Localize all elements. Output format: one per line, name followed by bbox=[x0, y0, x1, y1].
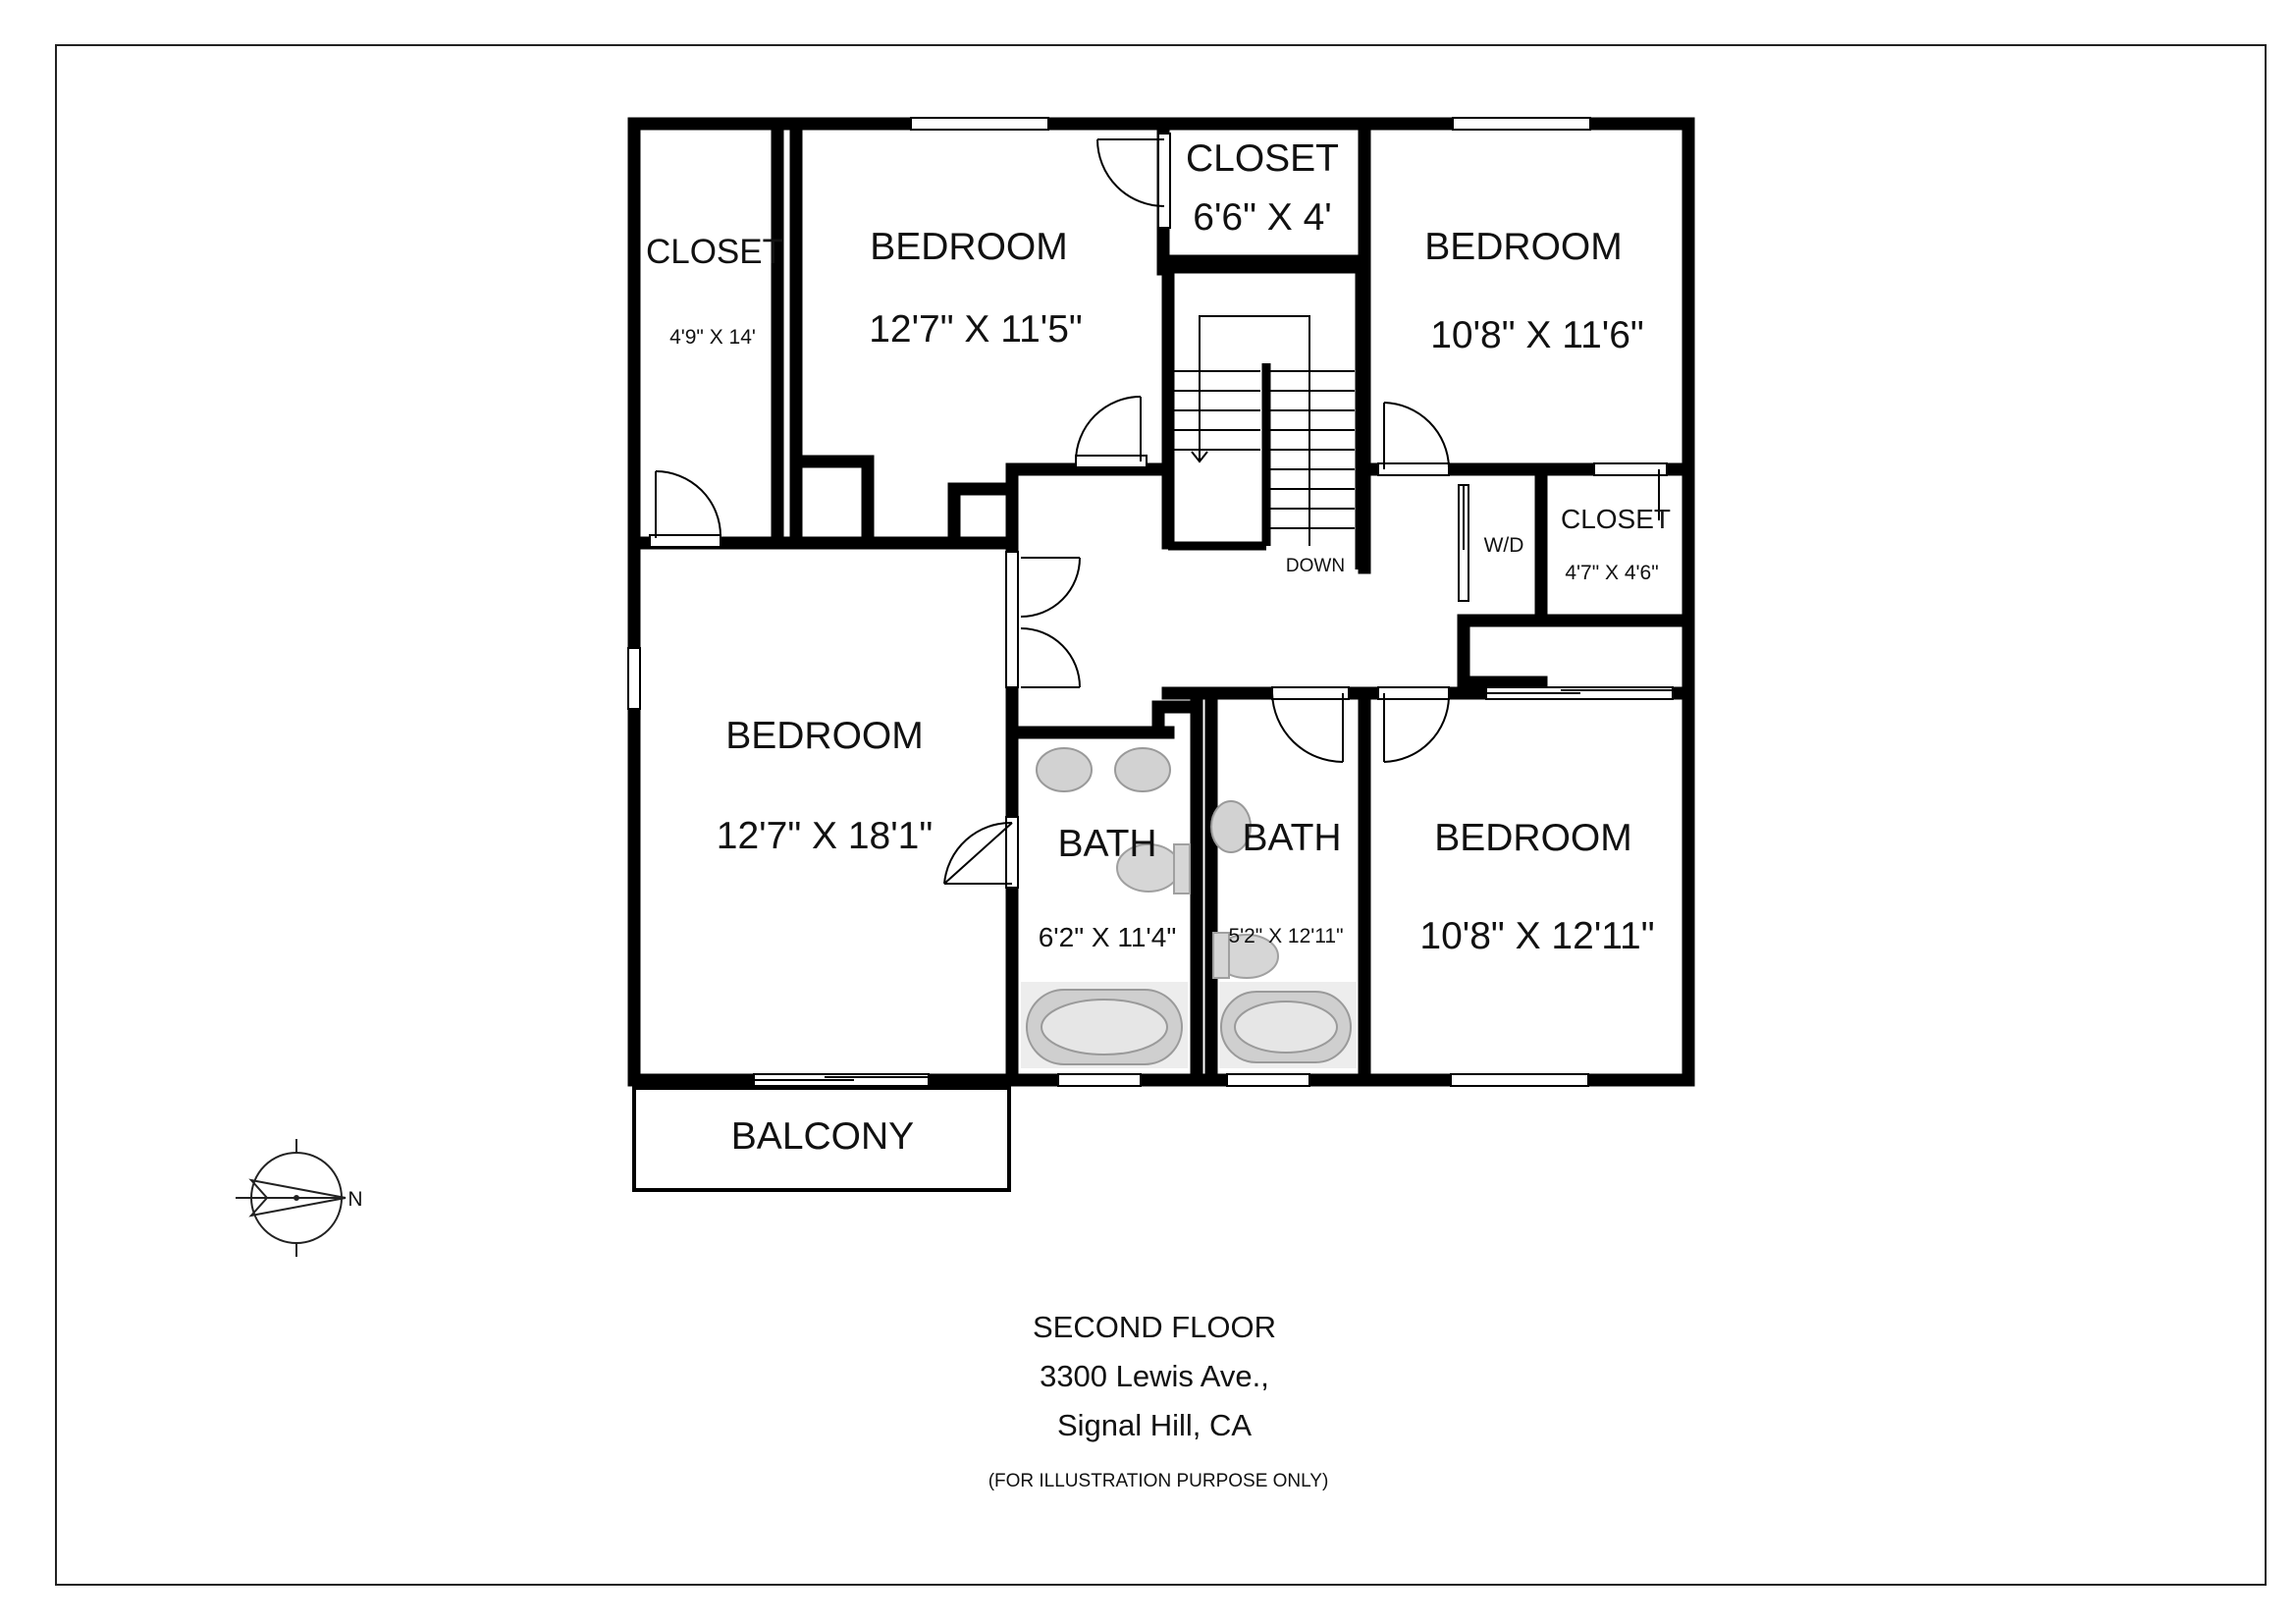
caption-street: 3300 Lewis Ave., bbox=[1040, 1359, 1269, 1393]
closet-left-size: 4'9" X 14' bbox=[669, 326, 756, 349]
staircase bbox=[1168, 315, 1355, 546]
bedroom-left-size: 12'7" X 18'1" bbox=[717, 815, 933, 857]
bedroom-top-right-size: 10'8" X 11'6" bbox=[1430, 314, 1644, 356]
toilet-icon bbox=[1116, 843, 1279, 979]
bedroom-top-left-size: 12'7" X 11'5" bbox=[869, 308, 1083, 351]
closet-right-size: 4'7" X 4'6" bbox=[1565, 562, 1658, 584]
sink-icon bbox=[1036, 747, 1252, 853]
closet-right-name: CLOSET bbox=[1561, 504, 1671, 534]
bath-2-size: 5'2" X 12'11" bbox=[1228, 925, 1343, 947]
closet-top-size: 6'6" X 4' bbox=[1193, 196, 1332, 239]
closet-top-name: CLOSET bbox=[1186, 137, 1339, 180]
page-frame bbox=[55, 44, 2267, 1586]
caption-city: Signal Hill, CA bbox=[1057, 1408, 1252, 1442]
bedroom-top-left-name: BEDROOM bbox=[870, 226, 1068, 268]
compass-icon bbox=[236, 1139, 347, 1257]
caption-disclaimer: (FOR ILLUSTRATION PURPOSE ONLY) bbox=[988, 1471, 1329, 1491]
bath-1-size: 6'2" X 11'4" bbox=[1039, 922, 1177, 952]
closet-left-name: CLOSET bbox=[646, 233, 783, 271]
caption-floor: SECOND FLOOR bbox=[1033, 1310, 1276, 1344]
bedroom-top-right-name: BEDROOM bbox=[1424, 226, 1623, 268]
bath-2-name: BATH bbox=[1242, 817, 1341, 859]
laundry-label: W/D bbox=[1484, 534, 1524, 557]
bathtub-icon bbox=[1021, 982, 1357, 1068]
bedroom-left-name: BEDROOM bbox=[725, 715, 924, 757]
windows bbox=[627, 117, 1591, 1087]
balcony-label: BALCONY bbox=[731, 1115, 914, 1158]
stair-walls bbox=[1168, 264, 1364, 569]
compass-north-label: N bbox=[347, 1188, 362, 1211]
bath-1-name: BATH bbox=[1057, 823, 1156, 865]
doors bbox=[649, 133, 1668, 889]
bath-fixtures bbox=[1021, 747, 1357, 1068]
bedroom-bottom-right-size: 10'8" X 12'11" bbox=[1419, 915, 1654, 957]
sliding-doors bbox=[753, 484, 1674, 1087]
stairs-down-label: DOWN bbox=[1286, 556, 1345, 576]
bedroom-bottom-right-name: BEDROOM bbox=[1434, 817, 1632, 859]
balcony-outline bbox=[632, 1086, 1011, 1192]
